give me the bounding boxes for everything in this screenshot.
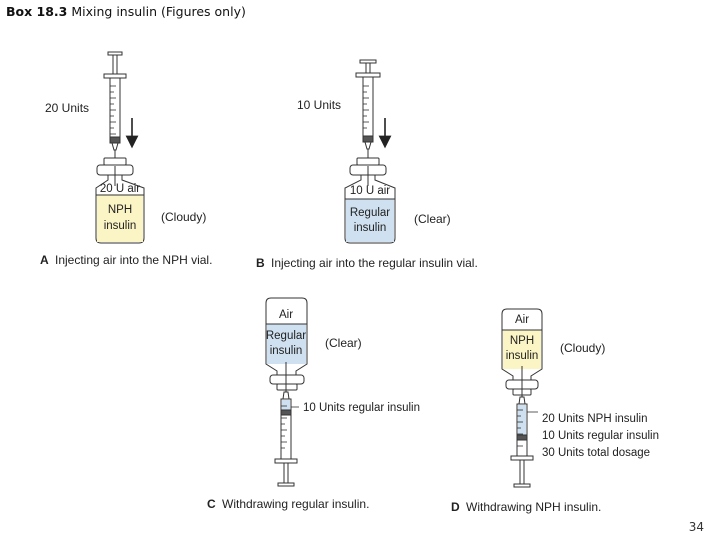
appearance-a: (Cloudy) — [161, 210, 206, 224]
page-number: 34 — [688, 520, 704, 534]
panel-d: Air NPH insulin (Cloudy) 20 Units NPH in… — [451, 308, 659, 514]
syringe-b — [355, 59, 381, 166]
dose-label-a: 20 Units — [45, 101, 89, 115]
vial-label-a-line2: insulin — [104, 220, 137, 232]
appearance-d: (Cloudy) — [560, 341, 605, 355]
box-label: Box 18.3 — [6, 4, 68, 19]
panel-b: 10 Units 10 U air Regular insulin (Clear… — [256, 59, 478, 270]
vial-c — [265, 297, 308, 392]
letter-d: D — [451, 500, 460, 514]
top-label-d: Air — [515, 314, 529, 326]
letter-b: B — [256, 256, 265, 270]
dose-label-c: 10 Units regular insulin — [303, 402, 420, 414]
panel-c: Air Regular insulin (Clear) 10 Units reg… — [207, 297, 420, 511]
air-label-b: 10 U air — [350, 185, 390, 197]
caption-b: Injecting air into the regular insulin v… — [271, 256, 478, 270]
caption-c: Withdrawing regular insulin. — [222, 497, 369, 511]
caption-a: Injecting air into the NPH vial. — [55, 253, 212, 267]
vial-label-b-line1: Regular — [350, 207, 390, 219]
dose-line-d-3: 30 Units total dosage — [542, 447, 650, 459]
letter-c: C — [207, 497, 216, 511]
syringe-d — [510, 396, 534, 488]
letter-a: A — [40, 253, 49, 267]
vial-label-c-line1: Regular — [266, 330, 306, 342]
vial-b — [344, 157, 396, 244]
appearance-b: (Clear) — [414, 212, 451, 226]
air-label-a: 20 U air — [100, 183, 140, 195]
dose-line-d-1: 20 Units NPH insulin — [542, 413, 647, 425]
syringe-a — [103, 51, 127, 166]
dose-label-b: 10 Units — [297, 98, 341, 112]
caption-d: Withdrawing NPH insulin. — [466, 500, 601, 514]
top-label-c: Air — [279, 309, 293, 321]
dose-line-d-2: 10 Units regular insulin — [542, 430, 659, 442]
vial-d — [501, 308, 543, 397]
vial-a — [95, 157, 145, 244]
box-subtitle: Mixing insulin (Figures only) — [71, 4, 246, 19]
vial-label-c-line2: insulin — [270, 345, 303, 357]
panel-a: 20 Units 20 U air NPH insulin (Cloudy) A… — [40, 51, 212, 267]
vial-label-a-line1: NPH — [108, 204, 132, 216]
vial-label-d-line2: insulin — [506, 350, 539, 362]
syringe-c — [274, 391, 298, 487]
appearance-c: (Clear) — [325, 336, 362, 350]
vial-label-d-line1: NPH — [510, 335, 534, 347]
vial-label-b-line2: insulin — [354, 222, 387, 234]
